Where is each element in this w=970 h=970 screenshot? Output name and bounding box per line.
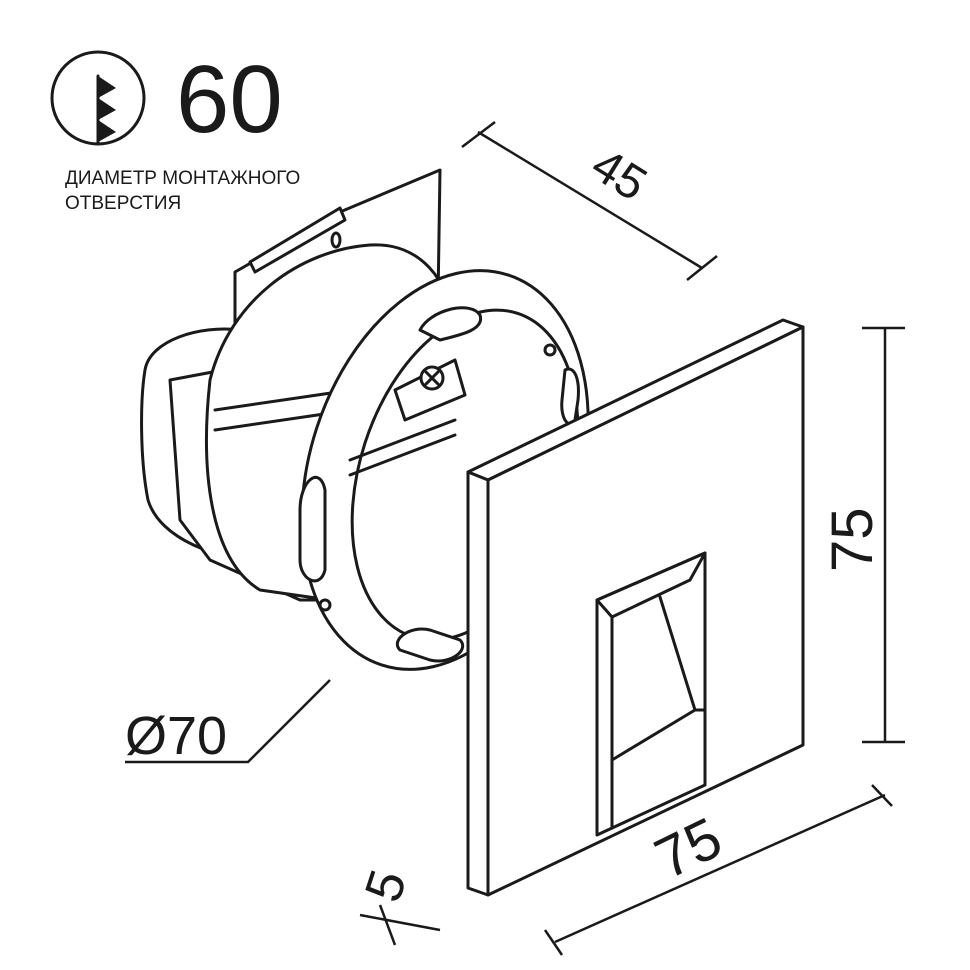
faceplate <box>466 318 805 897</box>
drill-hole-icon <box>50 50 146 146</box>
dimension-width <box>543 784 893 956</box>
hole-diameter-value: 60 <box>176 46 283 153</box>
dimension-thickness-label: 5 <box>354 863 418 908</box>
dimension-width-label: 75 <box>645 805 731 892</box>
dimension-ring-diameter <box>125 679 331 764</box>
dimension-ring-diameter-label: Ø70 <box>125 706 227 766</box>
dimension-height-label: 75 <box>820 507 885 572</box>
hole-label-line1: ДИАМЕТР МОНТАЖНОГО <box>65 168 300 189</box>
dimension-depth <box>461 121 718 281</box>
hole-label-line2: ОТВЕРСТИЯ <box>65 193 181 214</box>
dimension-thickness <box>359 904 441 946</box>
dimension-height <box>862 326 905 744</box>
